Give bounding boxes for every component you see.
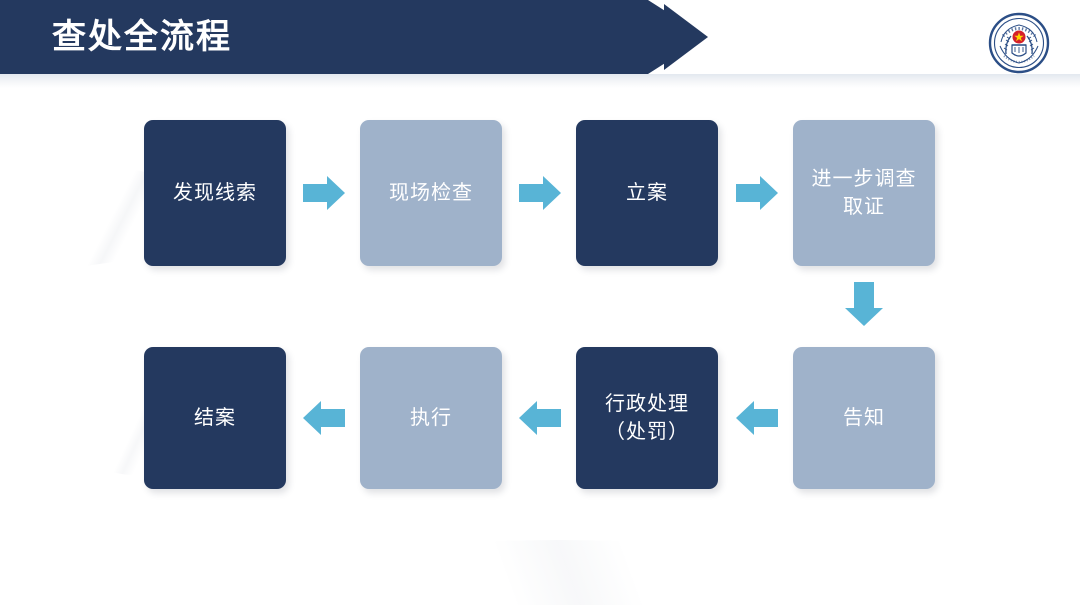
decorative-swoosh-bottom xyxy=(300,540,820,605)
arrow-shaft xyxy=(537,409,561,427)
arrow-node2-to-node3 xyxy=(519,176,561,210)
flow-node-4[interactable]: 进一步调查 取证 xyxy=(793,120,935,266)
arrow-node6-to-node5 xyxy=(303,401,345,435)
flow-node-7[interactable]: 行政处理 （处罚） xyxy=(576,347,718,489)
flow-node-2[interactable]: 现场检查 xyxy=(360,120,502,266)
page-title: 查处全流程 xyxy=(52,18,232,56)
flow-node-3[interactable]: 立案 xyxy=(576,120,718,266)
arrow-head xyxy=(845,308,883,326)
arrow-shaft xyxy=(303,184,327,202)
flow-node-8-label: 告知 xyxy=(843,407,885,429)
flow-node-3-label: 立案 xyxy=(626,182,668,204)
arrow-shaft xyxy=(736,184,760,202)
flow-node-5[interactable]: 结案 xyxy=(144,347,286,489)
arrow-shaft xyxy=(321,409,345,427)
flow-node-5-label: 结案 xyxy=(194,407,236,429)
arrow-shaft xyxy=(519,184,543,202)
flow-node-4-label: 进一步调查 取证 xyxy=(806,165,923,221)
arrow-shaft xyxy=(754,409,778,427)
banner-underline-divider xyxy=(0,74,1080,88)
arrow-head xyxy=(519,401,537,435)
banner-chevron-icon xyxy=(664,4,708,70)
flow-node-4-label-line2: 取证 xyxy=(843,196,885,218)
arrow-node3-to-node4 xyxy=(736,176,778,210)
banner-body xyxy=(0,0,648,74)
flow-node-1[interactable]: 发现线索 xyxy=(144,120,286,266)
agency-emblem-icon xyxy=(988,12,1050,74)
arrow-head xyxy=(327,176,345,210)
arrow-node8-to-node7 xyxy=(736,401,778,435)
arrow-head xyxy=(303,401,321,435)
flow-node-7-label-line2: （处罚） xyxy=(605,421,689,443)
arrow-node4-to-node8 xyxy=(845,282,883,328)
flow-node-6[interactable]: 执行 xyxy=(360,347,502,489)
arrow-head xyxy=(736,401,754,435)
flow-node-6-label: 执行 xyxy=(410,407,452,429)
flow-node-7-label-line1: 行政处理 xyxy=(605,393,689,415)
flow-node-1-label: 发现线索 xyxy=(173,182,257,204)
flow-node-7-label: 行政处理 （处罚） xyxy=(599,390,695,446)
arrow-head xyxy=(543,176,561,210)
arrow-head xyxy=(760,176,778,210)
arrow-shaft xyxy=(854,282,874,308)
arrow-node7-to-node6 xyxy=(519,401,561,435)
header-banner: 查处全流程 xyxy=(0,0,1080,74)
flow-node-8[interactable]: 告知 xyxy=(793,347,935,489)
flow-node-4-label-line1: 进一步调查 xyxy=(811,168,917,190)
flow-node-2-label: 现场检查 xyxy=(389,182,473,204)
arrow-node1-to-node2 xyxy=(303,176,345,210)
